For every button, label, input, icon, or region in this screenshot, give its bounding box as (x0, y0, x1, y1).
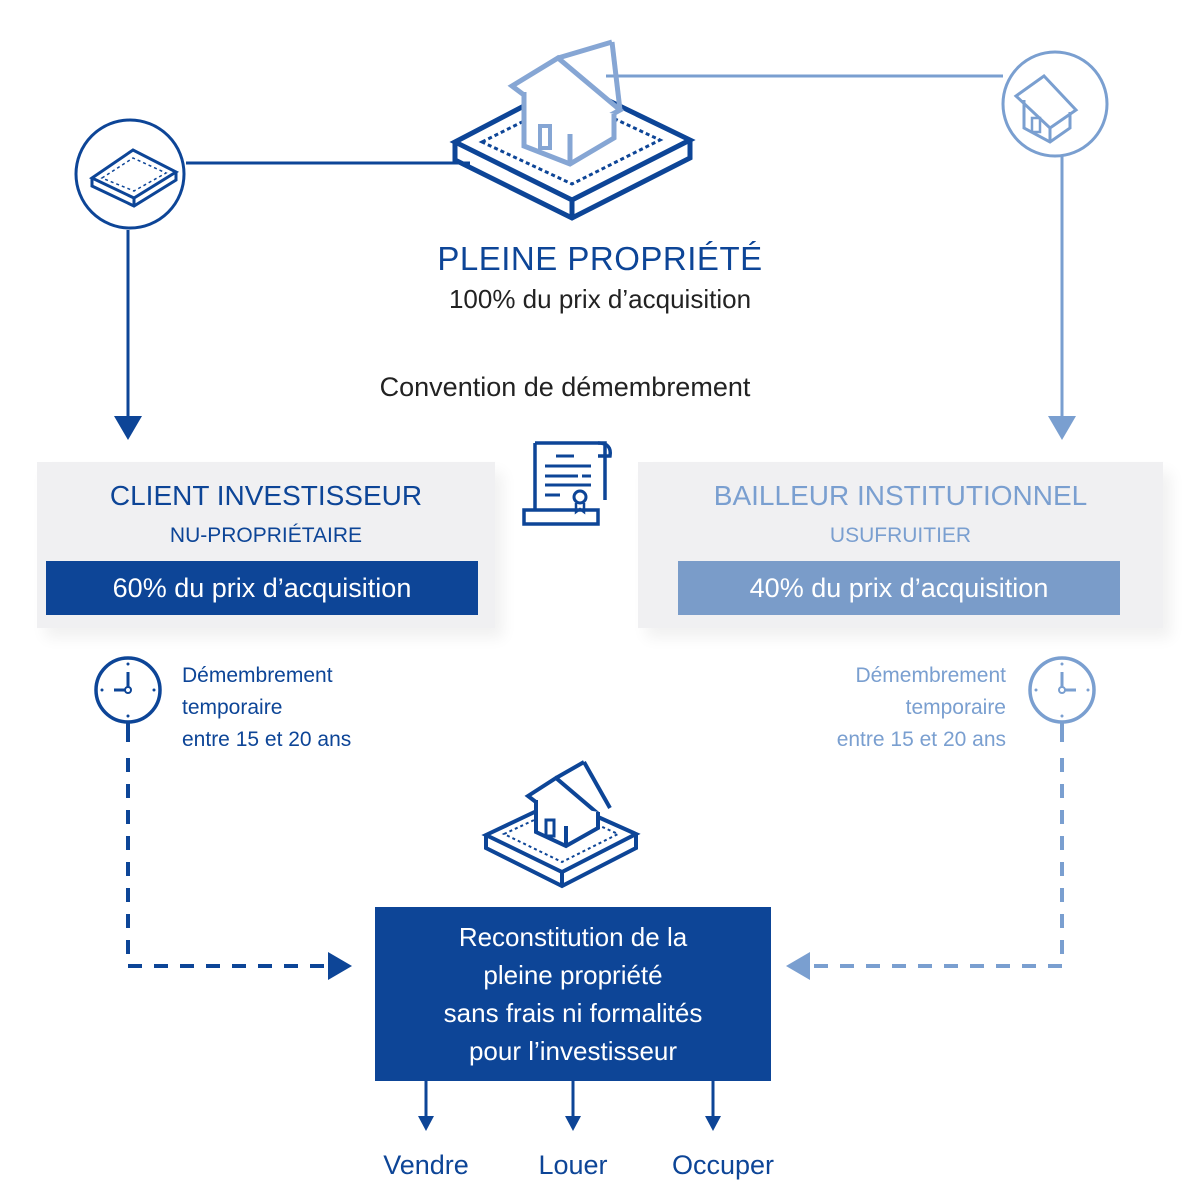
result-line: pour l’investisseur (468, 1036, 678, 1066)
dashed-connector-right (810, 758, 1064, 968)
duration-line: temporaire (905, 696, 1006, 719)
duration-line: entre 15 et 20 ans (182, 728, 352, 751)
share-bar: 60% du prix d’acquisition (46, 561, 478, 615)
arrow-left-to-result (328, 952, 352, 980)
convention-label: Convention de démembrement (379, 372, 751, 402)
clock-icon (1028, 656, 1096, 724)
arrow-right-to-result (786, 952, 810, 980)
arrow-louer (565, 1116, 581, 1131)
house-on-land-icon (449, 39, 696, 221)
arrow-right-down (1048, 416, 1076, 440)
duration-line: Démembrement (855, 664, 1006, 687)
panel-client-investisseur: CLIENT INVESTISSEUR NU-PROPRIÉTAIRE 60% … (37, 462, 495, 628)
clock-icon (94, 656, 162, 724)
panel-role: NU-PROPRIÉTAIRE (169, 524, 363, 547)
outcome-louer: Louer (538, 1150, 608, 1180)
panel-title: BAILLEUR INSTITUTIONNEL (713, 480, 1088, 511)
outcome-vendre: Vendre (383, 1150, 469, 1180)
contract-scroll-icon (522, 441, 612, 526)
result-box: Reconstitution de la pleine propriété sa… (375, 907, 771, 1081)
duration-text-right: Démembrement temporaire entre 15 et 20 a… (760, 660, 1006, 756)
arrow-left-down (114, 416, 142, 440)
arrow-occuper (705, 1116, 721, 1131)
duration-line: temporaire (182, 696, 283, 719)
arrow-vendre (418, 1116, 434, 1131)
panel-role: USUFRUITIER (829, 524, 972, 547)
share-bar: 40% du prix d’acquisition (678, 561, 1120, 615)
panel-bailleur-institutionnel: BAILLEUR INSTITUTIONNEL USUFRUITIER 40% … (638, 462, 1163, 628)
panel-title: CLIENT INVESTISSEUR (109, 480, 423, 511)
dashed-connector-left (126, 758, 330, 968)
main-subtitle: 100% du prix d’acquisition (448, 284, 752, 314)
result-line: sans frais ni formalités (443, 998, 703, 1028)
duration-line: Démembrement (182, 664, 333, 687)
house-on-land-icon (481, 760, 641, 889)
result-line: pleine propriété (483, 960, 663, 990)
duration-text-left: Démembrement temporaire entre 15 et 20 a… (182, 660, 442, 756)
main-title: PLEINE PROPRIÉTÉ (437, 240, 763, 277)
duration-line: entre 15 et 20 ans (836, 728, 1006, 751)
land-plot-icon (74, 118, 186, 230)
house-icon (1001, 50, 1109, 158)
outcome-occuper: Occuper (671, 1150, 775, 1180)
result-line: Reconstitution de la (458, 922, 688, 952)
